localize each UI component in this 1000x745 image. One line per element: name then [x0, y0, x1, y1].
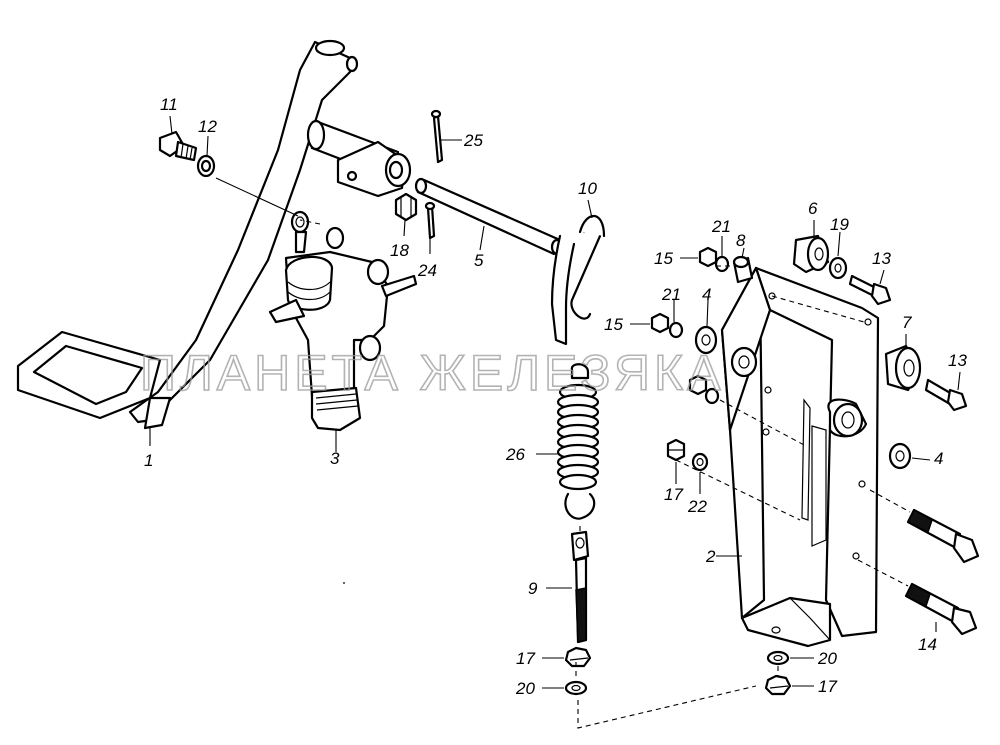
callout-25: 25 — [463, 131, 483, 150]
callout-13-upper: 13 — [872, 249, 891, 268]
callout-13-lower: 13 — [948, 351, 967, 370]
washer-21-lower — [668, 321, 684, 339]
callout-11: 11 — [160, 95, 178, 114]
callout-2: 2 — [705, 547, 716, 566]
bumper-6 — [792, 234, 830, 274]
adjust-rod-9 — [570, 530, 590, 644]
callout-labels: 11 12 25 1 3 5 18 24 10 26 9 17 20 21 8 … — [144, 95, 967, 698]
pin-rod-5 — [414, 177, 564, 256]
bolt-14-upper — [906, 508, 980, 564]
assembly-axis-lines — [299, 219, 911, 729]
washer-4-right — [888, 442, 912, 470]
callout-26: 26 — [505, 445, 525, 464]
callout-8: 8 — [736, 231, 746, 250]
bolt-13-upper — [848, 274, 892, 306]
callout-22: 22 — [687, 497, 707, 516]
spring-26 — [556, 363, 600, 520]
callout-15-lower: 15 — [604, 315, 623, 334]
pedal-pad — [16, 330, 162, 420]
nut-17-right — [764, 674, 792, 696]
cotter-pin-25 — [430, 109, 444, 164]
callout-12: 12 — [198, 117, 217, 136]
callout-4-right: 4 — [934, 449, 943, 468]
bracket-2 — [720, 266, 880, 648]
nut-mid — [688, 374, 720, 405]
nut-15-lower — [650, 312, 670, 334]
callout-4-upper: 4 — [702, 285, 711, 304]
callout-5: 5 — [474, 251, 484, 270]
washer-12 — [196, 154, 216, 178]
callout-17-left: 17 — [516, 649, 535, 668]
watermark-text: ПЛАНЕТА ЖЕЛЕЗЯКА — [140, 345, 724, 401]
washer-21-upper — [714, 255, 730, 273]
washer-4-upper — [694, 325, 718, 355]
callout-14: 14 — [918, 635, 937, 654]
callout-19: 19 — [830, 215, 849, 234]
callout-17-right: 17 — [818, 677, 837, 696]
callout-24: 24 — [417, 261, 437, 280]
cotter-pin-24 — [424, 201, 436, 240]
callout-20-left: 20 — [515, 679, 535, 698]
pedal-lever — [128, 39, 359, 430]
nut-17-mid — [666, 438, 686, 462]
callout-6: 6 — [808, 199, 818, 218]
nut-15-upper — [698, 246, 718, 268]
washer-20-left — [564, 680, 588, 696]
bushing-8 — [732, 255, 754, 284]
callout-17-mid: 17 — [664, 485, 683, 504]
bolt-14-lower — [904, 582, 978, 636]
callout-20-right: 20 — [817, 649, 837, 668]
bumper-7 — [884, 344, 922, 392]
callout-15-upper: 15 — [654, 249, 673, 268]
washer-22 — [691, 452, 709, 472]
callout-10: 10 — [578, 179, 597, 198]
callout-3: 3 — [330, 449, 340, 468]
callout-18: 18 — [390, 241, 409, 260]
callout-21-lower: 21 — [661, 285, 681, 304]
castle-nut-18 — [394, 192, 418, 222]
nut-17-left — [564, 646, 592, 668]
washer-20-right — [766, 650, 790, 666]
callout-9: 9 — [528, 579, 538, 598]
bolt-11 — [158, 130, 198, 162]
pedal-axle-tube — [306, 119, 412, 198]
bolt-13-lower — [924, 378, 968, 412]
callout-21-upper: 21 — [711, 217, 731, 236]
callout-1: 1 — [144, 451, 153, 470]
master-cylinder — [268, 210, 418, 432]
washer-19 — [828, 256, 848, 280]
callout-7: 7 — [902, 313, 912, 332]
hook-rod-10 — [550, 214, 606, 346]
leader-lines — [149, 115, 961, 689]
